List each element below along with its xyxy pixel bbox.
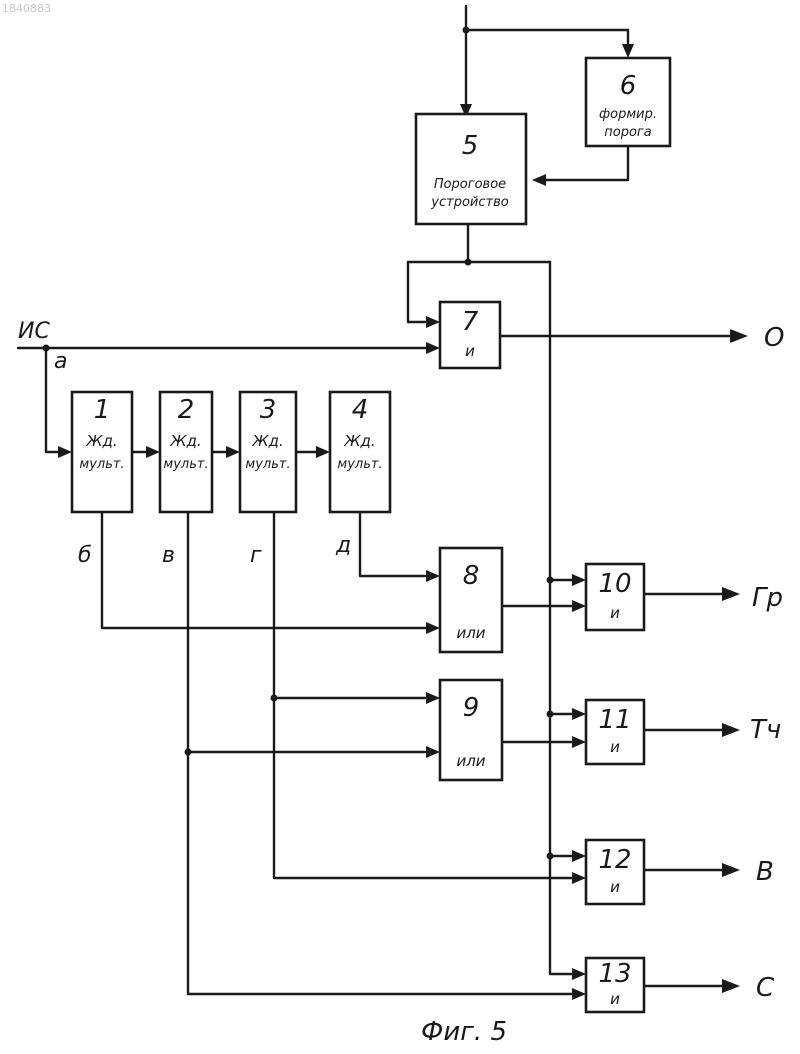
signal-label-d: д bbox=[335, 533, 351, 558]
block-4-label-line1: Жд. bbox=[343, 432, 375, 450]
block-7-label: и bbox=[465, 342, 475, 360]
block-5-label-line2: устройство bbox=[430, 195, 508, 210]
block-5-label-line1: Пороговое bbox=[434, 177, 506, 192]
block-3-label-line1: Жд. bbox=[251, 432, 283, 450]
block-3-number: 3 bbox=[260, 395, 277, 425]
input-signal-label: ИС bbox=[18, 319, 50, 344]
block-6-label-line1: формир. bbox=[599, 107, 657, 122]
signal-label-g: г bbox=[250, 543, 262, 568]
block-2-number: 2 bbox=[178, 395, 195, 425]
output-label-v: В bbox=[756, 857, 774, 887]
block-2-label-line2: мульт. bbox=[163, 457, 208, 472]
block-10-and-gate: 10 и bbox=[586, 564, 644, 630]
block-6-number: 6 bbox=[620, 71, 637, 101]
block-13-label: и bbox=[610, 990, 620, 1008]
figure-caption: Фиг. 5 bbox=[421, 1017, 507, 1047]
block-11-number: 11 bbox=[598, 705, 631, 735]
watermark: 1840883 bbox=[2, 2, 51, 15]
block-5-threshold-device: 5 Пороговое устройство bbox=[416, 114, 526, 224]
signal-label-v: в bbox=[162, 543, 175, 568]
block-4-number: 4 bbox=[352, 395, 369, 425]
block-7-number: 7 bbox=[462, 307, 479, 337]
block-1-label-line2: мульт. bbox=[79, 457, 124, 472]
block-11-label: и bbox=[610, 738, 620, 756]
block-13-number: 13 bbox=[598, 959, 631, 989]
block-8-or-gate: 8 или bbox=[440, 548, 502, 652]
output-label-o: О bbox=[764, 323, 784, 353]
block-5-number: 5 bbox=[462, 131, 479, 161]
block-2-label-line1: Жд. bbox=[169, 432, 201, 450]
block-9-label: или bbox=[456, 752, 485, 770]
block-6-threshold-former: 6 формир. порога bbox=[586, 58, 670, 146]
block-1-one-shot: 1 Жд. мульт. bbox=[72, 392, 132, 512]
block-3-label-line2: мульт. bbox=[245, 457, 290, 472]
block-9-number: 9 bbox=[463, 693, 480, 723]
block-6-label-line2: порога bbox=[604, 125, 651, 140]
block-4-label-line2: мульт. bbox=[337, 457, 382, 472]
output-label-tch: Тч bbox=[750, 715, 781, 745]
block-12-number: 12 bbox=[598, 845, 631, 875]
signal-label-b: б bbox=[78, 543, 92, 568]
block-12-and-gate: 12 и bbox=[586, 840, 644, 904]
block-8-label: или bbox=[456, 624, 485, 642]
block-3-one-shot: 3 Жд. мульт. bbox=[240, 392, 296, 512]
block-12-label: и bbox=[610, 878, 620, 896]
block-4-one-shot: 4 Жд. мульт. bbox=[330, 392, 390, 512]
block-8-number: 8 bbox=[463, 561, 480, 591]
output-label-gr: Гр bbox=[752, 583, 783, 613]
block-1-label-line1: Жд. bbox=[85, 432, 117, 450]
block-13-and-gate: 13 и bbox=[586, 958, 644, 1012]
block-2-one-shot: 2 Жд. мульт. bbox=[160, 392, 212, 512]
block-10-number: 10 bbox=[598, 569, 631, 599]
block-9-or-gate: 9 или bbox=[440, 680, 502, 780]
block-10-label: и bbox=[610, 604, 620, 622]
signal-label-a: а bbox=[54, 349, 67, 374]
block-7-and-gate: 7 и bbox=[440, 302, 500, 368]
block-1-number: 1 bbox=[94, 395, 111, 425]
block-11-and-gate: 11 и bbox=[586, 700, 644, 764]
output-label-c: С bbox=[756, 973, 775, 1003]
